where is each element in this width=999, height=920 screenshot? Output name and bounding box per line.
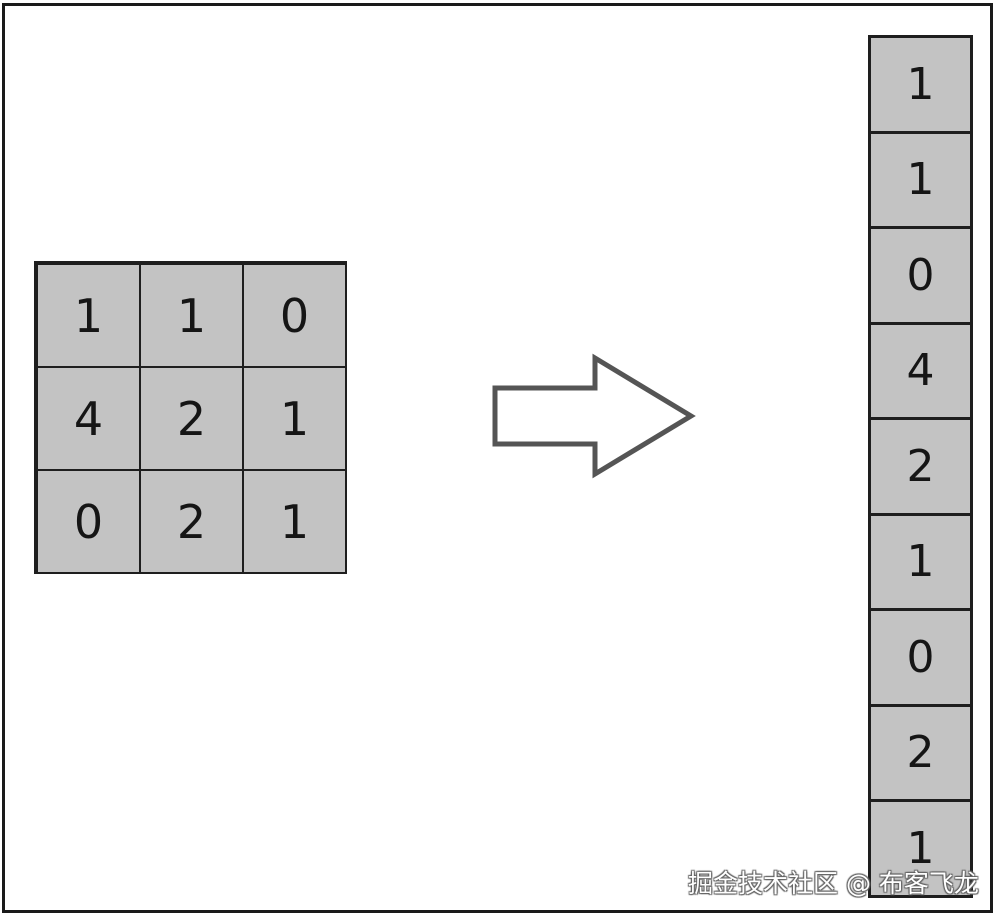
matrix-cell: 1 [243, 470, 346, 573]
input-matrix: 1 1 0 4 2 1 0 2 1 [34, 261, 347, 574]
matrix-cell: 1 [243, 367, 346, 470]
matrix-cell: 2 [140, 367, 243, 470]
watermark: 掘金技术社区 @ 布客飞龙 [688, 869, 979, 898]
flattened-vector: 1 1 0 4 2 1 0 2 1 [868, 35, 973, 898]
vector-cell: 1 [871, 802, 970, 898]
matrix-cell: 0 [243, 264, 346, 367]
diagram-frame [2, 3, 993, 913]
vector-cell: 0 [871, 229, 970, 325]
vector-cell: 4 [871, 324, 970, 420]
right-arrow-outline-icon [492, 353, 696, 479]
matrix-cell: 1 [140, 264, 243, 367]
vector-cell: 1 [871, 133, 970, 229]
vector-cell: 1 [871, 515, 970, 611]
matrix-cell: 0 [37, 470, 140, 573]
vector-cell: 2 [871, 706, 970, 802]
matrix-cell: 1 [37, 264, 140, 367]
vector-cell: 0 [871, 611, 970, 707]
vector-cell: 1 [871, 38, 970, 134]
matrix-cell: 4 [37, 367, 140, 470]
vector-cell: 2 [871, 420, 970, 516]
matrix-cell: 2 [140, 470, 243, 573]
